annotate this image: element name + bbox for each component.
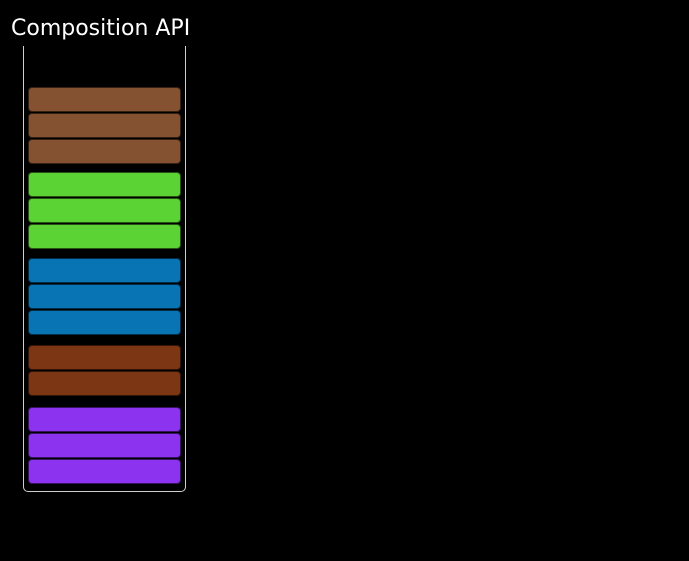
stack-bar [28,87,181,112]
purple-group [28,407,181,484]
stack-bar [28,371,181,396]
stack-bar [28,172,181,197]
stack-bar [28,433,181,458]
stack-bar [28,198,181,223]
block-stack [28,87,181,484]
sienna-group [28,87,181,164]
stack-bar [28,284,181,309]
diagram-title: Composition API [11,16,191,41]
blue-group [28,258,181,335]
rust-group [28,345,181,396]
stack-bar [28,139,181,164]
stack-bar [28,258,181,283]
green-group [28,172,181,249]
composition-api-container [23,46,186,492]
stack-bar [28,345,181,370]
stack-bar [28,459,181,484]
stack-bar [28,310,181,335]
stack-bar [28,224,181,249]
stack-bar [28,407,181,432]
stack-bar [28,113,181,138]
